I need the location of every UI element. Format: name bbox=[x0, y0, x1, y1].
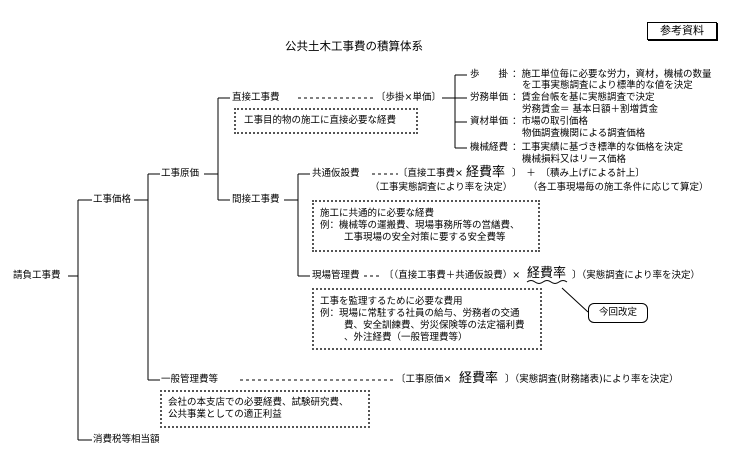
site-description-line2: 例：現場に常駐する社員の給与、労務者の交通 bbox=[320, 308, 520, 319]
site-description-line1: 工事を監理するために必要な費用 bbox=[320, 296, 463, 307]
node-consumption-tax: 消費税等相当額 bbox=[93, 434, 160, 445]
node-site-management: 現場管理費 bbox=[312, 270, 360, 281]
common-formula-b: 〕 ＋ 〔積み上げによる計上〕 bbox=[512, 168, 645, 179]
node-construction-cost: 工事原価 bbox=[161, 168, 200, 179]
item-label-labor-price: 労務単価 bbox=[470, 92, 509, 103]
revision-callout: 今回改定 bbox=[588, 303, 648, 323]
common-description-line1: 施工に共通的に必要な経費 bbox=[320, 208, 435, 219]
common-description-line2: 例：機械等の運搬費、現場事務所等の営繕費、 bbox=[320, 220, 520, 231]
general-formula-a: 〔工事原価× bbox=[396, 374, 452, 385]
common-note-b: （各工事現場毎の施工条件に応じて算定） bbox=[528, 182, 709, 193]
common-note-a: （工事実態調査により率を決定） bbox=[370, 182, 513, 193]
site-formula-a: 〔（直接工事費＋共通仮設費）× bbox=[384, 270, 521, 281]
general-description-line2: 公共事業としての適正利益 bbox=[168, 409, 282, 420]
item-material-price-line2: 物価調査機関による調査価格 bbox=[522, 128, 646, 139]
item-labor-price-line2: 労務賃金＝ 基本日額＋割増賃金 bbox=[522, 104, 659, 115]
common-description-box: 施工に共通的に必要な経費 例：機械等の運搬費、現場事務所等の営繕費、 工事現場の… bbox=[312, 200, 540, 252]
common-description-line3: 工事現場の安全対策に要する安全費等 bbox=[344, 232, 506, 243]
diagram-title: 公共土木工事費の積算体系 bbox=[285, 39, 423, 53]
item-productivity-line1: ：施工単位毎に必要な労力，資材，機械の数量 bbox=[512, 69, 712, 80]
item-label-productivity: 歩 掛 bbox=[470, 69, 509, 80]
site-formula-b: 〕（実態調査により率を決定） bbox=[572, 270, 701, 281]
direct-formula: 〔歩掛×単価〕 bbox=[376, 92, 441, 103]
node-direct-cost: 直接工事費 bbox=[232, 92, 280, 103]
reference-label: 参考資料 bbox=[647, 22, 717, 40]
node-general-management: 一般管理費等 bbox=[161, 374, 219, 385]
general-description-line1: 会社の本支店での必要経費、試験研究費、 bbox=[168, 397, 349, 408]
general-rate: 経費率 bbox=[459, 371, 499, 386]
item-label-material-price: 資材単価 bbox=[470, 116, 509, 127]
general-formula-b: 〕（実態調査(財務諸表)により率を決定） bbox=[505, 374, 679, 385]
general-description-box: 会社の本支店での必要経費、試験研究費、 公共事業としての適正利益 bbox=[160, 390, 370, 428]
direct-description: 工事目的物の施工に直接必要な経費 bbox=[244, 115, 397, 126]
node-indirect-cost: 間接工事費 bbox=[232, 194, 280, 205]
site-description-box: 工事を監理するために必要な費用 例：現場に常駐する社員の給与、労務者の交通 費、… bbox=[312, 288, 542, 350]
common-formula-a: 〔直接工事費× bbox=[398, 168, 463, 179]
site-rate: 経費率 bbox=[527, 266, 567, 281]
node-construction-price: 工事価格 bbox=[93, 194, 132, 205]
node-contract: 請負工事費 bbox=[13, 270, 61, 281]
item-machine-cost-line1: ：工事実績に基づき標準的な価格を決定 bbox=[512, 142, 684, 153]
item-productivity-line2: を工事実態調査により標準的な値を決定 bbox=[522, 80, 693, 91]
node-common-temporary: 共通仮設費 bbox=[312, 168, 360, 179]
item-labor-price-line1: ：賃金台帳を基に実態調査で決定 bbox=[512, 92, 655, 103]
item-material-price-line1: ：市場の取引価格 bbox=[512, 116, 589, 127]
site-description-line4: 、外注経費（一般管理費等） bbox=[344, 332, 468, 343]
item-label-machine-cost: 機械経費 bbox=[470, 142, 509, 153]
item-machine-cost-line2: 機械損料又はリース価格 bbox=[522, 154, 627, 165]
direct-description-box: 工事目的物の施工に直接必要な経費 bbox=[234, 108, 418, 134]
site-description-line3: 費、安全訓練費、労災保険等の法定福利費 bbox=[344, 320, 525, 331]
common-rate: 経費率 bbox=[466, 165, 506, 180]
